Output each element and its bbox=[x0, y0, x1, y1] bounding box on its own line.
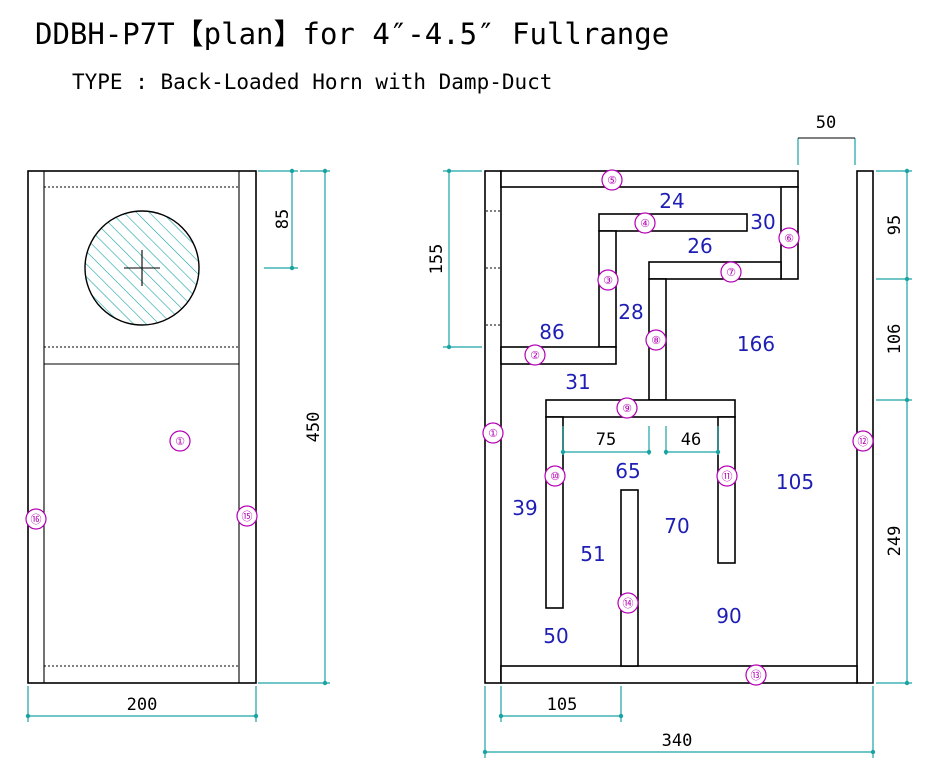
segment-length-70: 70 bbox=[664, 514, 689, 538]
board-14 bbox=[620, 489, 639, 667]
part-marker-left-side: ⑯ bbox=[25, 508, 47, 530]
dim-inner-75: 75 bbox=[560, 426, 652, 455]
part-label-1: ① bbox=[488, 427, 498, 440]
part-label-9: ⑨ bbox=[622, 402, 632, 415]
segment-length-39: 39 bbox=[512, 496, 537, 520]
part-marker-12: ⑫ bbox=[852, 430, 874, 452]
part-marker-10: ⑩ bbox=[544, 465, 566, 487]
part-marker-4: ④ bbox=[634, 212, 656, 234]
dim-front-width: 200 bbox=[25, 686, 259, 722]
segment-length-51: 51 bbox=[580, 542, 605, 566]
segment-length-90: 90 bbox=[716, 604, 741, 628]
dim-opening: 50 bbox=[797, 113, 856, 165]
board-9 bbox=[545, 399, 736, 418]
segment-length-50: 50 bbox=[543, 624, 568, 648]
segment-length-86: 86 bbox=[539, 320, 564, 344]
segment-length-166: 166 bbox=[737, 332, 775, 356]
wall-back-board bbox=[856, 170, 874, 684]
dim-right-stack: 95 106 249 bbox=[876, 168, 912, 686]
dim-plan-width: 340 bbox=[482, 686, 876, 758]
drawing-title: DDBH-P7T【plan】for 4″-4.5″ Fullrange bbox=[35, 17, 669, 51]
board-2 bbox=[500, 346, 617, 365]
part-label-right-side: ⑮ bbox=[242, 510, 253, 523]
dim-label-left-height: 155 bbox=[427, 244, 447, 275]
part-label-5: ⑤ bbox=[607, 174, 617, 187]
part-label-13: ⑬ bbox=[751, 669, 762, 682]
part-marker-6: ⑥ bbox=[778, 227, 800, 249]
plan-view: 24 30 26 28 86 166 31 65 39 70 105 51 50… bbox=[427, 113, 912, 758]
part-marker-2: ② bbox=[524, 344, 546, 366]
board-4 bbox=[598, 213, 748, 232]
front-view: ① ⑯ ⑮ 85 450 bbox=[25, 168, 330, 722]
part-marker-3: ③ bbox=[597, 269, 619, 291]
dim-label-driver-offset: 85 bbox=[273, 209, 293, 229]
part-label-baffle: ① bbox=[175, 435, 185, 448]
dim-label-front-height: 450 bbox=[304, 412, 324, 443]
segment-length-28: 28 bbox=[618, 300, 643, 324]
segment-length-26: 26 bbox=[687, 234, 712, 258]
dim-label-inner-75: 75 bbox=[596, 430, 616, 450]
part-marker-7: ⑦ bbox=[720, 261, 742, 283]
part-label-2: ② bbox=[530, 349, 540, 362]
segment-length-30: 30 bbox=[750, 210, 775, 234]
drawing-subtitle: TYPE : Back-Loaded Horn with Damp-Duct bbox=[72, 70, 552, 94]
dim-bottom-offset: 105 bbox=[498, 686, 624, 722]
part-label-14: ⑭ bbox=[623, 597, 634, 610]
wall-top-board bbox=[500, 170, 799, 188]
board-11 bbox=[717, 416, 736, 564]
part-label-12: ⑫ bbox=[858, 435, 869, 448]
dim-left-height: 155 bbox=[427, 168, 482, 350]
segment-length-31: 31 bbox=[565, 370, 590, 394]
segment-length-65: 65 bbox=[615, 459, 640, 483]
part-marker-8: ⑧ bbox=[645, 329, 667, 351]
board-7 bbox=[648, 261, 782, 280]
part-marker-9: ⑨ bbox=[616, 397, 638, 419]
wall-bottom-board bbox=[500, 665, 858, 684]
part-label-4: ④ bbox=[640, 217, 650, 230]
part-label-6: ⑥ bbox=[784, 232, 794, 245]
dim-label-inner-46: 46 bbox=[681, 430, 701, 450]
segment-length-24: 24 bbox=[659, 189, 684, 213]
segment-length-105: 105 bbox=[776, 470, 814, 494]
part-label-7: ⑦ bbox=[726, 266, 736, 279]
part-label-3: ③ bbox=[603, 274, 613, 287]
dim-label-front-width: 200 bbox=[127, 695, 158, 715]
part-marker-right-side: ⑮ bbox=[236, 505, 258, 527]
part-marker-11: ⑪ bbox=[716, 465, 738, 487]
dim-label-right-mid: 106 bbox=[885, 324, 905, 355]
dim-label-right-top: 95 bbox=[885, 215, 905, 235]
dim-label-opening: 50 bbox=[816, 113, 836, 133]
part-label-left-side: ⑯ bbox=[31, 513, 42, 526]
part-label-10: ⑩ bbox=[550, 470, 560, 483]
part-marker-5: ⑤ bbox=[601, 169, 623, 191]
part-marker-14: ⑭ bbox=[617, 592, 639, 614]
part-marker-baffle: ① bbox=[169, 430, 191, 452]
dim-inner-46: 46 bbox=[663, 426, 721, 455]
dim-label-bottom-offset: 105 bbox=[547, 695, 578, 715]
part-marker-13: ⑬ bbox=[745, 664, 767, 686]
part-marker-1: ① bbox=[482, 422, 504, 444]
dim-driver-offset: 85 bbox=[258, 168, 298, 271]
board-10 bbox=[545, 416, 564, 609]
part-label-8: ⑧ bbox=[651, 334, 661, 347]
dim-front-height: 450 bbox=[258, 168, 330, 686]
dim-label-right-bottom: 249 bbox=[885, 526, 905, 557]
part-label-11: ⑪ bbox=[722, 470, 733, 483]
dim-label-plan-width: 340 bbox=[662, 731, 693, 751]
